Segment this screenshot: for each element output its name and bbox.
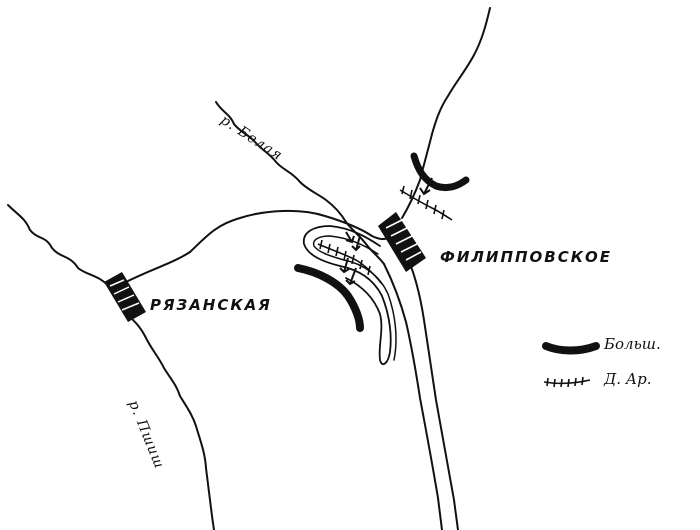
river-pshish-line: [7, 204, 215, 530]
legend-label-bolsheviks: Больш.: [604, 335, 661, 353]
road-line: [125, 209, 393, 283]
river-loop-inner: [312, 235, 397, 361]
attack-arrows: [339, 177, 433, 286]
river-loop-outer: [302, 225, 392, 366]
filippovskoe-block: [378, 212, 426, 272]
volunteer-front-loop: [317, 239, 383, 285]
main-river-bank-right: [403, 249, 459, 530]
bolshevik-front-west: [294, 264, 364, 332]
town-label-ryazanskaya: РЯЗАНСКАЯ: [150, 296, 272, 314]
main-river-bank-left: [383, 263, 443, 530]
legend-volunteer-symbol: [543, 376, 591, 388]
bolshevik-front-north: [410, 152, 470, 192]
town-label-filippovskoe: ФИЛИППОВСКОЕ: [440, 248, 613, 266]
legend-label-volunteer-army: Д. Ар.: [604, 370, 652, 388]
river-northeast-line: [401, 7, 491, 219]
volunteer-front-north: [399, 185, 453, 221]
legend-bolshevik-symbol: [542, 342, 600, 355]
ryazanskaya-block: [104, 272, 146, 322]
